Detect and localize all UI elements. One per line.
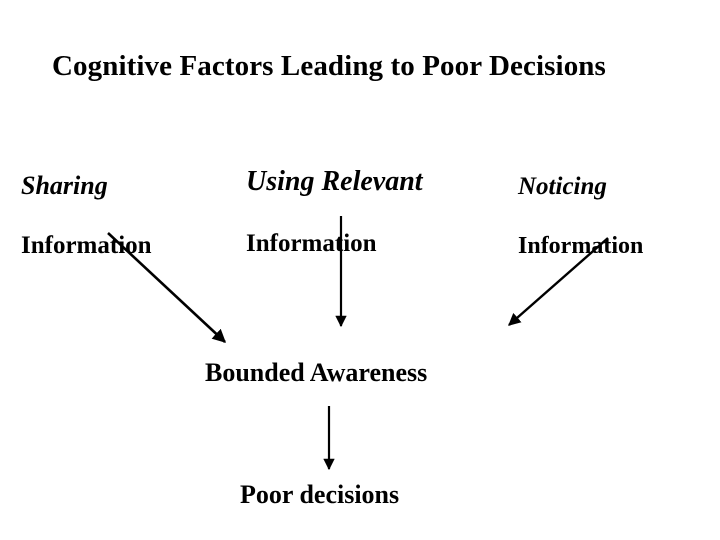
node-bounded-awareness: Bounded Awareness — [205, 358, 428, 387]
factor-using-emphasis: Using Relevant — [246, 165, 423, 197]
factor-using-plain: Information — [246, 229, 377, 257]
node-poor-decisions: Poor decisions — [240, 480, 400, 509]
factor-noticing-plain: Information — [518, 233, 644, 260]
factor-using-relevant-information: Using Relevant Information — [246, 133, 423, 290]
factor-noticing-emphasis: Noticing — [518, 172, 607, 200]
factor-sharing-plain: Information — [21, 232, 152, 260]
page-title: Cognitive Factors Leading to Poor Decisi… — [52, 50, 606, 83]
factor-noticing-information: Noticing Information — [518, 140, 643, 293]
factor-sharing-emphasis: Sharing — [21, 170, 108, 200]
factor-sharing-information: Sharing Information — [21, 138, 152, 293]
